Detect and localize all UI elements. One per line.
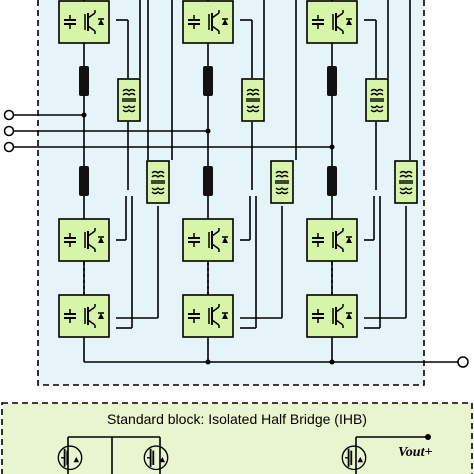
capacitor-igbt-icon (58, 0, 110, 44)
capacitor-igbt-icon (182, 218, 234, 262)
output-label: Vout+ (398, 445, 432, 460)
arm-inductors (79, 66, 337, 196)
inductor-icon (79, 166, 89, 196)
transformer-icon (394, 160, 418, 204)
transformer-icon (117, 78, 141, 122)
legend-box: Standard block: Isolated Half Bridge (IH… (1, 402, 473, 474)
capacitor-igbt-icon (58, 294, 110, 338)
capacitor-igbt-icon (306, 294, 358, 338)
legend-title: Standard block: Isolated Half Bridge (IH… (107, 411, 367, 427)
terminal-circle-icon (3, 141, 15, 153)
inductor-icon (203, 166, 213, 196)
capacitor-igbt-icon (306, 218, 358, 262)
capacitor-igbt-icon (182, 0, 234, 44)
capacitor-igbt-icon (182, 294, 234, 338)
inductor-icon (327, 166, 337, 196)
transformer-icon (241, 78, 265, 122)
capacitor-igbt-icon (306, 0, 358, 44)
inductor-icon (203, 66, 213, 96)
junction-dots (81, 112, 335, 365)
terminal-circle-icon (3, 109, 15, 121)
transformer-icon (270, 160, 294, 204)
inductor-icon (327, 66, 337, 96)
terminal-circle-icon (457, 356, 469, 368)
inductor-icon (79, 66, 89, 96)
capacitor-igbt-icon (58, 218, 110, 262)
ac-terminals (3, 109, 469, 368)
transformer-icon (365, 78, 389, 122)
transformer-icon (146, 160, 170, 204)
terminal-circle-icon (3, 125, 15, 137)
